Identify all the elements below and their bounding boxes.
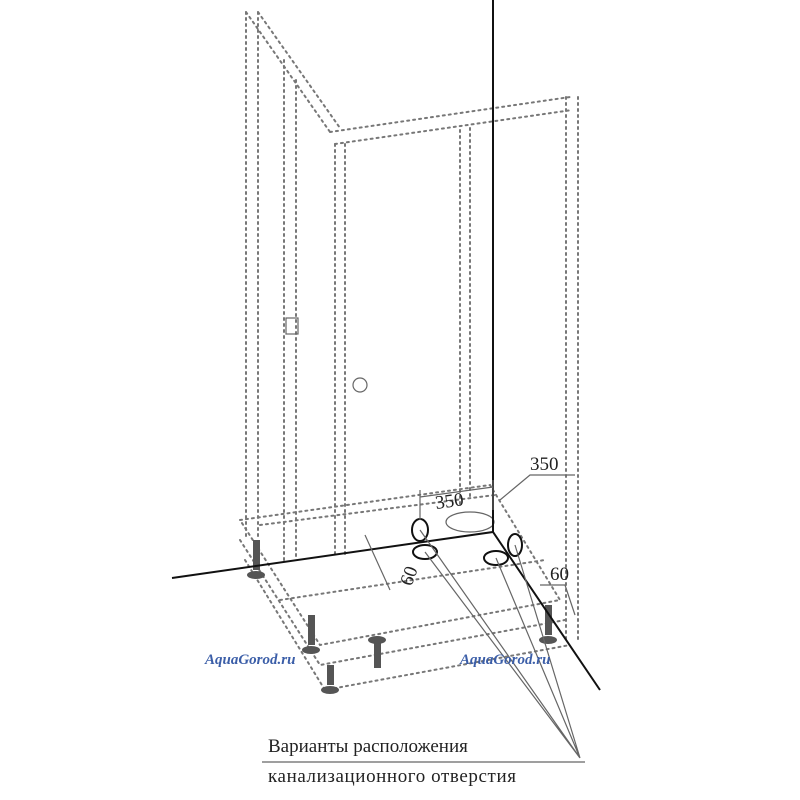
axis-lines <box>171 0 601 691</box>
caption-line-2: канализационного отверстия <box>268 766 517 787</box>
cabin-frame <box>245 11 579 641</box>
tray-legs <box>247 540 557 694</box>
dimension-350-right: 350 <box>530 454 559 475</box>
caption-line-1: Варианты расположения <box>268 736 468 757</box>
dimension-60-left: 60 <box>396 564 422 589</box>
dimension-60-right: 60 <box>550 564 569 585</box>
dimension-lines <box>364 474 576 616</box>
watermark: AquaGorod.ru <box>205 652 296 668</box>
leader-lines <box>262 529 585 763</box>
dimension-350-left: 350 <box>434 489 465 514</box>
watermark: AquaGorod.ru <box>460 652 551 668</box>
